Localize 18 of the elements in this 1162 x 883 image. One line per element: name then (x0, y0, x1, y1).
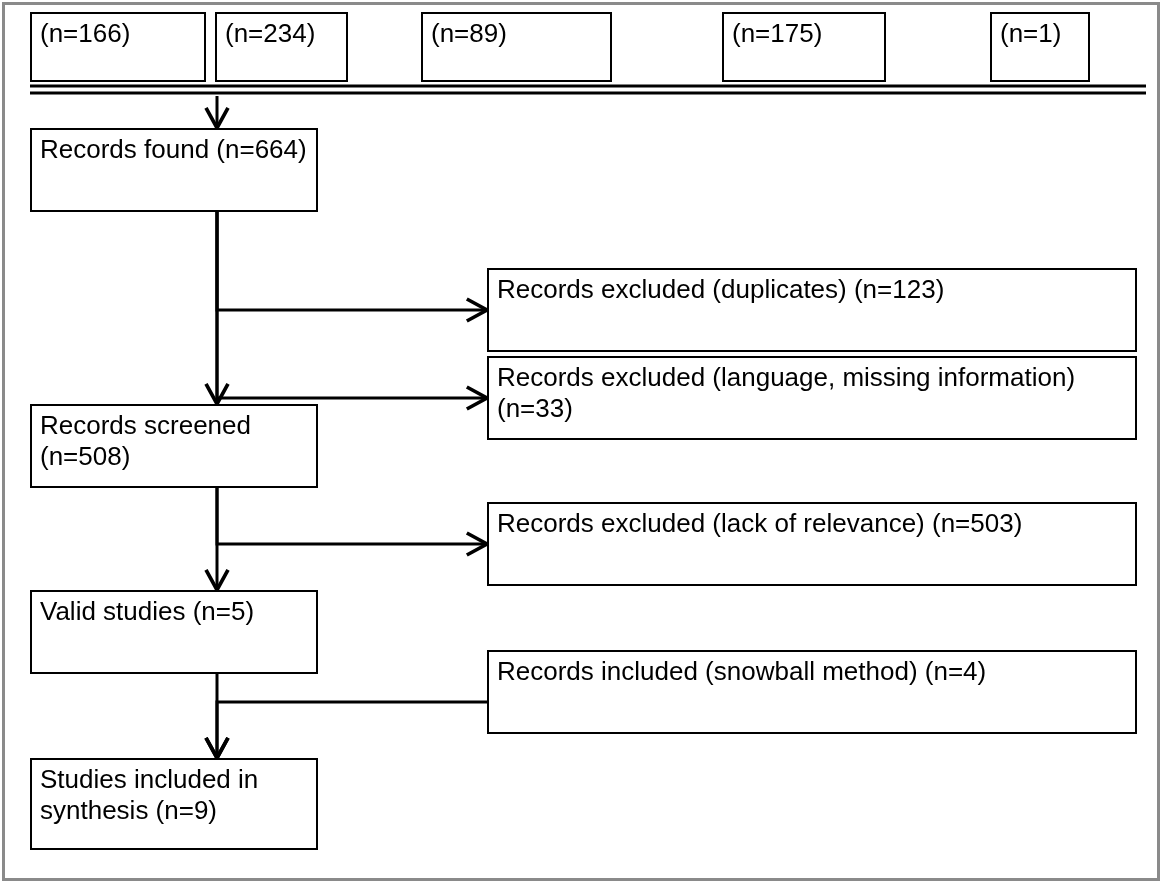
process-box: Records found (n=664) (30, 128, 318, 212)
process-box: Records excluded (language, missing information) (n=33) (487, 356, 1137, 440)
process-box: Studies included in synthesis (n=9) (30, 758, 318, 850)
process-box: (n=166) (30, 12, 206, 82)
process-box: Records included (snowball method) (n=4) (487, 650, 1137, 734)
arrow (204, 96, 230, 130)
process-box: (n=234) (215, 12, 348, 82)
process-box: Records screened (n=508) (30, 404, 318, 488)
arrow (204, 700, 487, 760)
process-box: (n=175) (722, 12, 886, 82)
process-box: Records excluded (lack of relevance) (n=503) (487, 502, 1137, 586)
arrow (215, 212, 489, 411)
arrow (215, 488, 489, 557)
divider-bar (30, 84, 1146, 96)
process-box: (n=1) (990, 12, 1090, 82)
process-box: Records excluded (duplicates) (n=123) (487, 268, 1137, 352)
process-box: (n=89) (421, 12, 612, 82)
process-box: Valid studies (n=5) (30, 590, 318, 674)
